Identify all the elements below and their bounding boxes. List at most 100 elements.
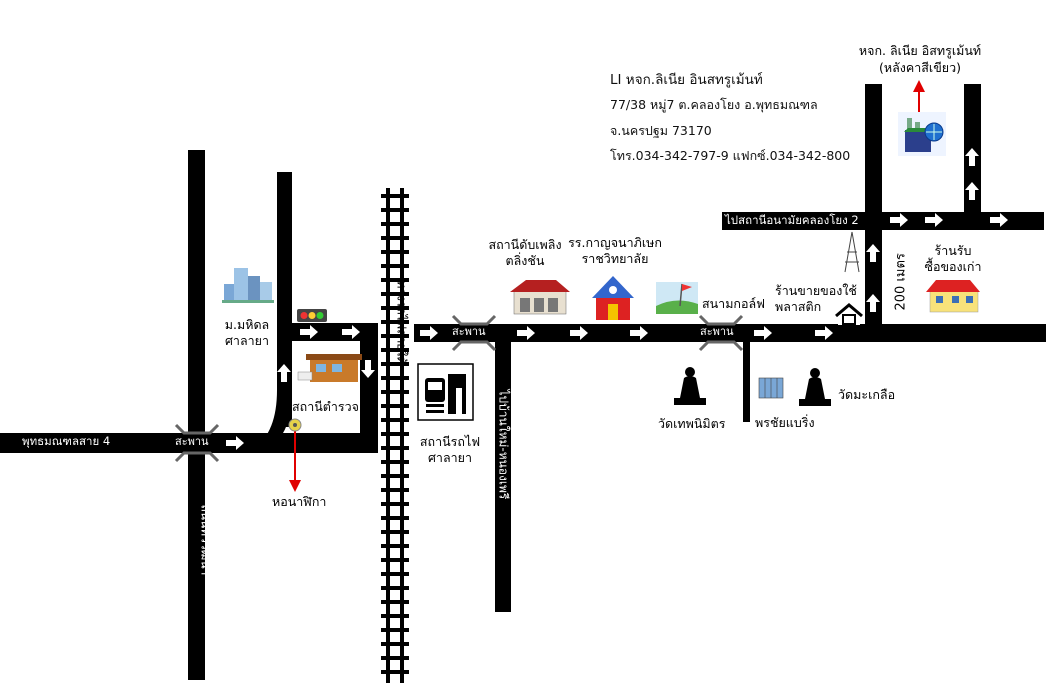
- company-phone: โทร.034-342-797-9 แฟกซ์.034-342-800: [610, 148, 851, 163]
- rail-tie: [381, 642, 409, 646]
- overpass-label-1: สะพาน: [175, 435, 209, 448]
- road-small-south: [743, 342, 750, 422]
- rail-tie: [381, 348, 409, 352]
- rail-tie: [381, 628, 409, 632]
- antenna-tower-icon: [844, 231, 860, 273]
- road-label-tawee: ถนนทวีวัฒนา: [198, 504, 213, 576]
- arrow-right-icon: [420, 326, 438, 340]
- overpass-2: [451, 314, 497, 352]
- label-plastic-shop-2: พลาสติก: [775, 299, 822, 314]
- rail-tie: [381, 586, 409, 590]
- rail-tie: [381, 376, 409, 380]
- arrow-right-icon: [226, 436, 244, 450]
- rail-tie: [381, 320, 409, 324]
- arrow-right-icon: [342, 325, 360, 339]
- buddha-icon: [674, 367, 706, 405]
- arrow-up-icon: [913, 80, 925, 92]
- red-arrows: [289, 80, 925, 492]
- company-building-icon: [898, 112, 946, 156]
- road-label-railway: ทางรถไฟสายใต้: [394, 280, 409, 365]
- arrow-up-icon: [866, 294, 880, 312]
- house-icon: [835, 303, 863, 325]
- rail-tie: [381, 502, 409, 506]
- rail-tie: [381, 264, 409, 268]
- label-market: พรชัยแบริ่ง: [755, 415, 815, 430]
- label-temple-2: วัดมะเกลือ: [838, 387, 896, 402]
- overpass-1: [174, 423, 220, 463]
- rail-tie: [381, 600, 409, 604]
- overpass-symbols: [174, 314, 744, 463]
- rail-tie: [381, 362, 409, 366]
- label-school-2: ราชวิทยาลัย: [581, 251, 649, 266]
- label-old-shop-2: ซื้อของเก่า: [924, 259, 982, 274]
- rail-tie: [381, 516, 409, 520]
- rail-tie: [381, 656, 409, 660]
- road-soi-vertical: [277, 172, 292, 427]
- rail-tie: [381, 418, 409, 422]
- label-mahidol: ม.มหิดล: [224, 317, 270, 332]
- rail-tie: [381, 250, 409, 254]
- label-golf: สนามกอล์ฟ: [702, 296, 766, 311]
- rail-tie: [381, 544, 409, 548]
- roads: [0, 84, 1046, 680]
- rail-tie: [381, 222, 409, 226]
- traffic-light-icon: [297, 309, 327, 322]
- label-temple-1: วัดเทพนิมิตร: [658, 416, 726, 431]
- company-name: LI หจก.ลิเนีย อินสทรูเม้นท์: [610, 72, 763, 88]
- road-label-hospital: ไปสถานีอนามัยคลองโยง 2: [725, 213, 859, 227]
- rail-tie: [381, 334, 409, 338]
- label-fire-station: สถานีดับเพลิง: [488, 237, 562, 252]
- rail-tie: [381, 614, 409, 618]
- buildings-icon: [222, 268, 274, 303]
- rail-tie: [381, 446, 409, 450]
- rail-tie: [381, 488, 409, 492]
- rail-tie: [381, 460, 409, 464]
- rail-tie: [381, 432, 409, 436]
- fire-station-icon: [510, 280, 570, 315]
- road-south-branch: [495, 342, 511, 612]
- golf-course-icon: [656, 282, 698, 314]
- arrow-right-icon: [890, 213, 908, 227]
- factory-icon: [758, 377, 784, 399]
- arrow-right-icon: [300, 325, 318, 339]
- rail-tie: [381, 278, 409, 282]
- rail-tie: [381, 208, 409, 212]
- label-fire-station-2: ตลิ่งชัน: [505, 253, 545, 268]
- rail-tie: [381, 474, 409, 478]
- rail-tie: [381, 236, 409, 240]
- rail-tie: [381, 292, 409, 296]
- rail-tie: [381, 404, 409, 408]
- overpass-3: [698, 314, 744, 352]
- arrow-right-icon: [517, 326, 535, 340]
- rail-tie: [381, 194, 409, 198]
- police-station-icon: [297, 354, 362, 382]
- label-old-shop: ร้านรับ: [934, 243, 972, 258]
- overpass-label-3: สะพาน: [700, 325, 734, 338]
- label-station: สถานีรถไฟ: [419, 434, 481, 449]
- overpass-label-2: สะพาน: [452, 325, 486, 338]
- label-mahidol-2: ศาลายา: [225, 333, 269, 348]
- rail-tie: [381, 306, 409, 310]
- arrow-right-icon: [990, 213, 1008, 227]
- destination-note: (หลังคาสีเขียว): [879, 60, 961, 75]
- train-station-icon: [417, 363, 474, 421]
- road-tawee-vertical: [188, 150, 205, 680]
- label-school: รร.กาญจนาภิเษก: [568, 235, 662, 250]
- destination-name: หจก. ลิเนีย อิสทรูเม้นท์: [858, 43, 982, 58]
- arrow-down-icon: [361, 360, 375, 378]
- rail-tie: [381, 572, 409, 576]
- road-main-east: [414, 324, 1046, 342]
- arrow-right-icon: [754, 326, 772, 340]
- arrow-right-icon: [925, 213, 943, 227]
- old-shop-icon: [926, 280, 980, 313]
- railway: [381, 188, 409, 683]
- rail-tie: [381, 558, 409, 562]
- label-plastic-shop: ร้านขายของใช้: [775, 283, 857, 298]
- arrow-up-icon: [262, 418, 272, 430]
- arrow-right-icon: [570, 326, 588, 340]
- arrow-right-icon: [630, 326, 648, 340]
- arrow-down-icon: [289, 480, 301, 492]
- school-icon: [592, 276, 634, 320]
- label-police: สถานีตำรวจ: [292, 399, 359, 414]
